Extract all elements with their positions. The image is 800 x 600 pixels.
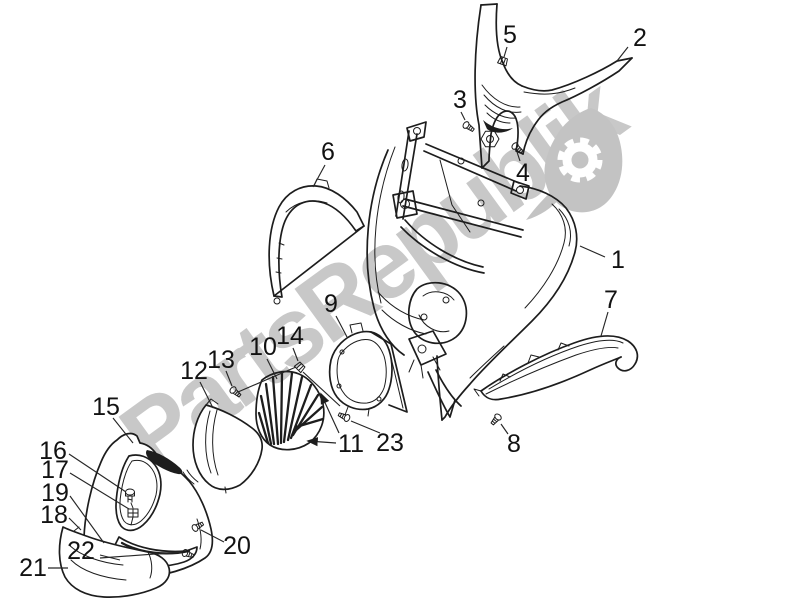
flag-tail <box>526 191 560 220</box>
callout-10: 10 <box>249 333 277 361</box>
callout-4: 4 <box>516 159 530 187</box>
callout-1: 1 <box>611 246 625 274</box>
callout-15: 15 <box>92 393 120 421</box>
part-6-left-upper-trim <box>268 178 365 305</box>
callout-20: 20 <box>223 532 251 560</box>
leader-line-19 <box>69 495 105 544</box>
leader-line-1 <box>579 245 606 258</box>
callout-19: 19 <box>41 479 69 507</box>
callout-18: 18 <box>40 501 68 529</box>
leader-line-13-2 <box>237 366 297 393</box>
central-frame-assembly <box>366 121 530 418</box>
callout-2: 2 <box>633 24 647 52</box>
leader-line-14-2 <box>302 371 341 407</box>
callout-16: 16 <box>39 437 67 465</box>
callout-14: 14 <box>276 322 304 350</box>
callout-23: 23 <box>376 429 404 457</box>
part-9-horn-bezel-frame <box>328 322 408 417</box>
part-2-top-steering-cover <box>474 3 633 169</box>
callout-8: 8 <box>507 430 521 458</box>
callout-6: 6 <box>321 138 335 166</box>
steering-hex-nut <box>480 130 500 148</box>
leader-line-13 <box>225 370 233 387</box>
part-1-front-shield <box>436 185 578 421</box>
callout-17: 17 <box>41 456 69 484</box>
part-7-right-lower-trim <box>473 335 639 401</box>
callout-13: 13 <box>207 346 235 374</box>
leader-line-22-2 <box>99 551 183 559</box>
leader-line-20 <box>200 529 225 543</box>
callout-21: 21 <box>19 554 47 582</box>
leader-line-3 <box>460 111 466 121</box>
callout-22: 22 <box>67 537 95 565</box>
callout-7: 7 <box>604 286 618 314</box>
callout-11: 11 <box>338 430 364 458</box>
callout-9: 9 <box>324 290 338 318</box>
leader-line-16 <box>68 453 127 493</box>
leader-line-4 <box>516 151 521 162</box>
leader-line-14 <box>292 347 299 362</box>
leader-line-12 <box>199 381 214 409</box>
leader-line-11-2 <box>320 392 340 434</box>
leader-line-8 <box>500 423 509 435</box>
leader-line-23 <box>350 420 381 434</box>
leader-line-7 <box>600 311 609 337</box>
flag-shape <box>544 108 623 213</box>
callout-5: 5 <box>503 21 517 49</box>
leader-line-17 <box>69 472 130 510</box>
leader-line-2 <box>616 46 629 62</box>
leader-line-9 <box>335 315 348 338</box>
leader-line-15 <box>112 417 134 444</box>
leader-line-11 <box>306 437 337 447</box>
part-15-lower-cover <box>73 432 214 579</box>
part-12-horn-cover <box>192 398 264 494</box>
gear-icon <box>557 137 603 183</box>
nut-17 <box>127 508 139 526</box>
callout-12: 12 <box>180 357 208 385</box>
leader-line-18 <box>68 517 82 531</box>
leader-line-6 <box>312 164 326 188</box>
watermark-logo <box>526 108 623 220</box>
callout-3: 3 <box>453 86 467 114</box>
leader-line-5 <box>503 46 508 58</box>
